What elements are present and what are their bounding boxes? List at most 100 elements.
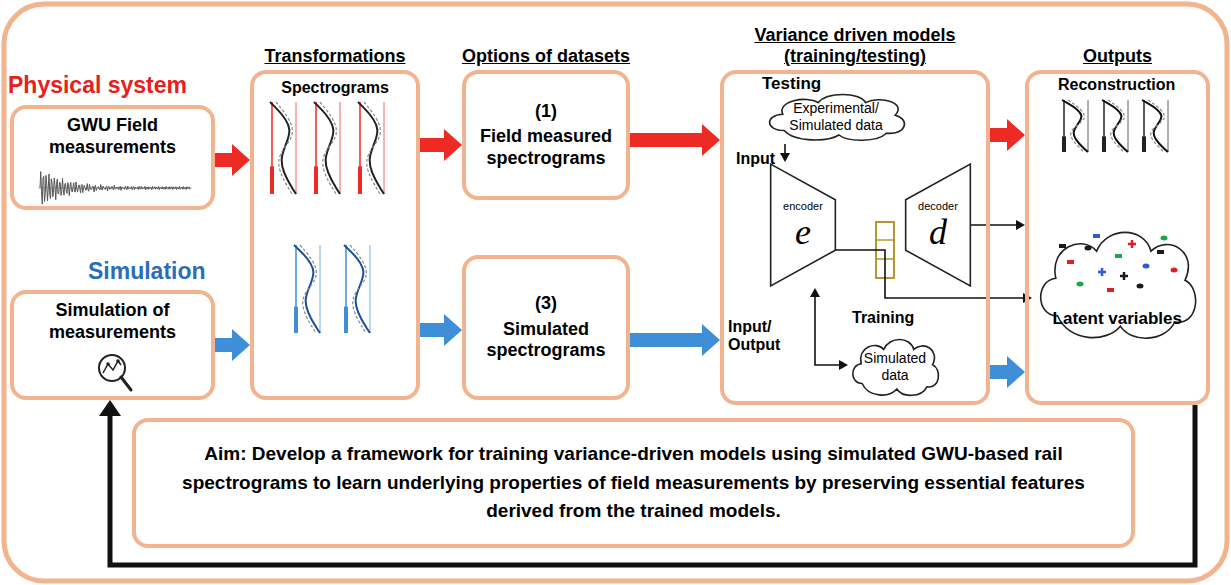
mode-curve [344, 245, 370, 333]
panel-axis [1168, 100, 1169, 152]
mode-curve [1062, 100, 1088, 152]
node-text: Simulation of measurements [22, 300, 203, 343]
decoder-shape: decoderd [905, 162, 971, 288]
model-box: Variance driven models (training/testing… [720, 70, 990, 405]
panel-band [344, 307, 348, 333]
field-spectrogram [270, 102, 296, 194]
process-box: TransformationsSpectrograms [250, 70, 420, 400]
dataset-box: Options of datasets(1)Field measured spe… [462, 70, 630, 200]
mode-curve [1142, 100, 1168, 152]
phase-label: Training [852, 309, 914, 327]
shape-path [770, 95, 905, 141]
simulation-icon [99, 355, 131, 390]
mode-curve [300, 245, 316, 333]
panel-axis [340, 102, 341, 194]
panel-axis [1063, 100, 1065, 152]
panel-axis [1103, 100, 1105, 152]
latent-point [1161, 236, 1168, 241]
simulated-spectrogram [294, 245, 320, 333]
data-cloud: Experimental/ Simulated data [762, 90, 910, 144]
node-text: Simulated data [860, 350, 930, 384]
node-text: encoder [783, 200, 823, 213]
panel-band [314, 166, 318, 194]
block-arrow [630, 133, 702, 147]
panel-axis [384, 102, 385, 194]
panel-axis [359, 102, 361, 194]
latent-point [1157, 250, 1164, 254]
node-text: e [795, 214, 811, 250]
block-arrow [215, 338, 232, 352]
graph-dot [106, 362, 110, 366]
mode-curve [1068, 100, 1084, 152]
section-label: Physical system [8, 72, 187, 98]
shape-path [771, 164, 836, 286]
mode-curve [320, 102, 336, 194]
node-text: GWU Field measurements [22, 115, 203, 158]
block-arrow [420, 138, 444, 152]
node-text: Field measured spectrograms [474, 126, 618, 169]
panel-axis [345, 245, 347, 333]
illustrations [38, 100, 1178, 333]
vibration-waveform [40, 172, 190, 205]
data-cloud: Simulated data [848, 334, 942, 400]
reconstructed-spectrogram [1142, 100, 1168, 152]
block-arrow [215, 153, 232, 167]
node-text: d [929, 214, 947, 250]
latent-point [1059, 244, 1066, 248]
panel-axis [295, 245, 297, 333]
output-box: OutputsLatent variables [1025, 70, 1210, 405]
panel-axis [1128, 100, 1129, 152]
panel-band [1142, 136, 1146, 152]
reconstructed-spectrogram [1062, 100, 1088, 152]
section-label: Simulation [88, 258, 206, 284]
field-spectrogram [358, 102, 384, 194]
latent-cloud: Latent variables [1032, 222, 1202, 347]
node-text: Aim: Develop a framework for training va… [176, 440, 1091, 526]
node-text: Simulated spectrograms [474, 319, 618, 362]
latent-point [1077, 282, 1084, 287]
panel-band [270, 166, 274, 194]
panel-band [1062, 136, 1066, 152]
encoder-shape: encodere [770, 162, 836, 288]
connector-arrow [815, 297, 839, 365]
section-heading: Transformations [245, 46, 425, 68]
block-arrow [990, 365, 1007, 379]
mode-curve [1148, 100, 1164, 152]
block-arrow [990, 128, 1007, 142]
outer-frame [4, 4, 1227, 581]
graph-dot [116, 359, 120, 363]
latent-point [1093, 234, 1100, 238]
shape-path [906, 164, 971, 286]
mode-curve [364, 102, 380, 194]
node-text: (3) [535, 293, 557, 315]
section-heading: Outputs [1025, 46, 1210, 68]
source-box: Simulation of measurements [10, 290, 215, 400]
latent-point [1143, 264, 1150, 269]
mode-curve [294, 245, 320, 333]
phase-label: Testing [762, 74, 821, 94]
aim-box: Aim: Develop a framework for training va… [132, 418, 1135, 548]
shape-path [1041, 232, 1196, 338]
latent-point [1107, 288, 1114, 292]
connector-arrow [971, 224, 1016, 226]
node-text: Experimental/ Simulated data [776, 100, 896, 134]
panel-band [1102, 136, 1106, 152]
flow-label: Input/ Output [728, 318, 792, 355]
field-spectrogram [314, 102, 340, 194]
latent-point [1098, 268, 1106, 276]
panel-axis [370, 245, 371, 333]
panel-axis [320, 245, 321, 333]
mode-curve [350, 245, 366, 333]
section-heading: Options of datasets [446, 46, 646, 68]
mode-curve [1102, 100, 1128, 152]
block-arrow [630, 333, 702, 347]
simulated-spectrogram [344, 245, 370, 333]
node-text: (1) [535, 101, 557, 123]
mode-curve [270, 102, 296, 194]
connector-arrow [784, 144, 786, 153]
magnifier-handle [121, 377, 131, 390]
node-text: Latent variables [1053, 309, 1182, 329]
panel-band [358, 166, 362, 194]
node-text: Spectrograms [281, 78, 389, 97]
